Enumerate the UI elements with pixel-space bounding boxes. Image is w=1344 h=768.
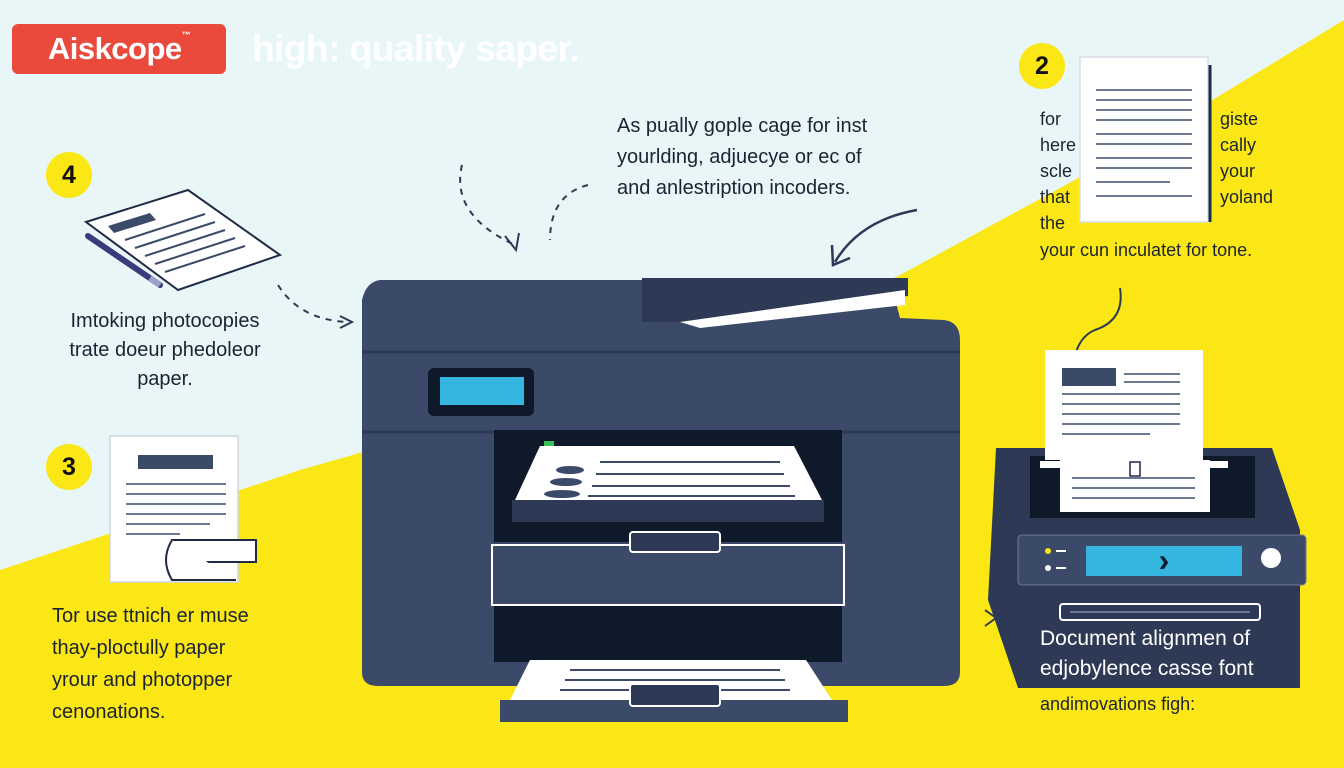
logo[interactable]: Aiskcope™ (12, 24, 226, 74)
main-printer (362, 278, 960, 722)
text-line: Imtoking photocopies (70, 310, 260, 332)
text-line: cally (1220, 135, 1257, 155)
text-line: Document alignmen of (1040, 627, 1251, 650)
bottom-right-caption: andimovations figh: (1040, 694, 1196, 714)
text-line: for (1040, 109, 1062, 129)
document-icon (1045, 350, 1210, 512)
text-line: As pually gople cage for inst (617, 115, 868, 137)
text-line: thay-ploctully paper (52, 637, 226, 659)
step-2-badge: 2 (1019, 43, 1065, 89)
small-printer-screen (1086, 546, 1242, 576)
arrow-head-icon (504, 232, 520, 253)
chevron-right-icon[interactable]: › (1158, 542, 1170, 578)
document-icon (83, 188, 283, 292)
power-button-icon (1261, 548, 1281, 568)
document-icon (109, 435, 257, 583)
headline: high: quality saper. (252, 28, 580, 69)
text-line: yoland (1220, 187, 1274, 207)
top-center-text: As pually gople cage for inst yourlding,… (617, 111, 867, 204)
text-line: cenonations. (52, 701, 166, 723)
step-3-text: Tor use ttnich er muse thay-ploctully pa… (52, 600, 249, 728)
logo-text: Aiskcope (47, 31, 182, 66)
text-line: yourlding, adjuecye or ec of (617, 146, 862, 168)
pen-icon (85, 233, 163, 288)
step-2-left-words: for here scle that the (1040, 106, 1076, 236)
right-device-text: Document alignmen of edjobylence casse f… (1040, 624, 1254, 684)
step-2-right-words: giste cally your yoland (1220, 106, 1273, 210)
arrow-head-icon (339, 315, 355, 329)
text-line: giste (1220, 109, 1259, 129)
small-printer (988, 350, 1307, 688)
trademark-mark: ™ (181, 30, 191, 40)
text-line: paper. (137, 368, 193, 390)
text-line: your (1220, 161, 1256, 181)
step-4-badge: 4 (46, 152, 92, 198)
step-4-text: Imtoking photocopies trate doeur phedole… (40, 307, 290, 394)
text-line: yrour and photopper (52, 669, 233, 691)
text-line: the (1040, 213, 1066, 233)
text-line: trate doeur phedoleor (69, 339, 261, 361)
step-3-badge: 3 (46, 444, 92, 490)
text-line: edjobylence casse font (1040, 657, 1254, 680)
text-line: that (1040, 187, 1071, 207)
text-line: and anlestription incoders. (617, 177, 851, 199)
text-line: scle (1040, 161, 1073, 181)
dashed-arrow-icon (277, 164, 589, 323)
document-icon (1079, 56, 1212, 223)
text-line: here (1040, 135, 1077, 155)
step-2-caption: your cun inculatet for tone. (1040, 240, 1253, 260)
text-line: Tor use ttnich er muse (52, 605, 249, 627)
arrow-icon (833, 208, 918, 263)
